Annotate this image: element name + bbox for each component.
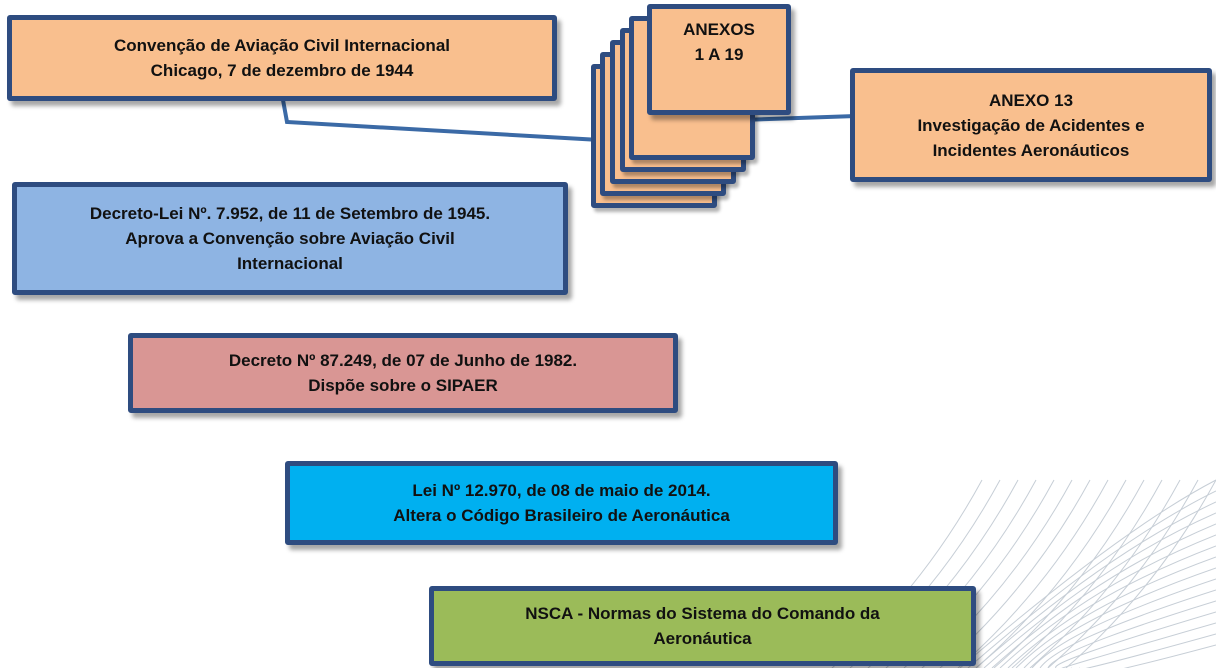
connector-convention-to-annexes: [281, 99, 601, 142]
mesh-cross-line: [1065, 479, 1216, 668]
mesh-rib: [1055, 611, 1216, 668]
box-law-12970-text: Lei Nº 12.970, de 08 de maio de 2014. Al…: [393, 481, 730, 525]
box-law-12970: Lei Nº 12.970, de 08 de maio de 2014. Al…: [285, 461, 838, 545]
mesh-rib: [975, 501, 1216, 668]
box-annexes-1-19-text: ANEXOS 1 A 19: [683, 20, 755, 64]
mesh-rib: [1015, 556, 1216, 668]
connector-annexes-to-annex13: [739, 114, 857, 122]
box-annex-13-text: ANEXO 13 Investigação de Acidentes e Inc…: [917, 90, 1145, 160]
mesh-rib: [983, 512, 1216, 668]
box-chicago-convention: Convenção de Aviação Civil Internacional…: [7, 15, 557, 101]
box-annexes-1-19: ANEXOS 1 A 19: [647, 4, 791, 115]
box-decree-87249-text: Decreto Nº 87.249, de 07 de Junho de 198…: [228, 351, 578, 395]
box-decree-law-7952: Decreto-Lei Nº. 7.952, de 11 de Setembro…: [12, 182, 568, 295]
mesh-cross-line: [975, 479, 1127, 668]
box-decree-87249: Decreto Nº 87.249, de 07 de Junho de 198…: [128, 333, 678, 413]
mesh-rib: [1070, 633, 1216, 668]
mesh-rib: [999, 534, 1216, 668]
box-chicago-convention-text: Convenção de Aviação Civil Internacional…: [113, 36, 450, 80]
mesh-rib: [1023, 567, 1216, 668]
box-nsca-text: NSCA - Normas do Sistema do Comando da A…: [525, 604, 880, 648]
mesh-rib: [1061, 622, 1216, 668]
mesh-rib: [1078, 644, 1216, 668]
mesh-cross-line: [957, 479, 1109, 668]
mesh-rib: [1031, 578, 1216, 668]
mesh-rib: [1039, 589, 1216, 668]
mesh-cross-line: [1029, 479, 1181, 668]
mesh-cross-line: [1011, 479, 1163, 668]
box-nsca: NSCA - Normas do Sistema do Comando da A…: [429, 586, 976, 666]
box-decree-law-7952-text: Decreto-Lei Nº. 7.952, de 11 de Setembro…: [89, 204, 491, 273]
mesh-rib: [967, 490, 1216, 668]
mesh-cross-line: [993, 479, 1145, 668]
mesh-cross-line: [1047, 479, 1199, 668]
box-annex-13: ANEXO 13 Investigação de Acidentes e Inc…: [850, 68, 1212, 182]
mesh-rib: [1007, 545, 1216, 668]
